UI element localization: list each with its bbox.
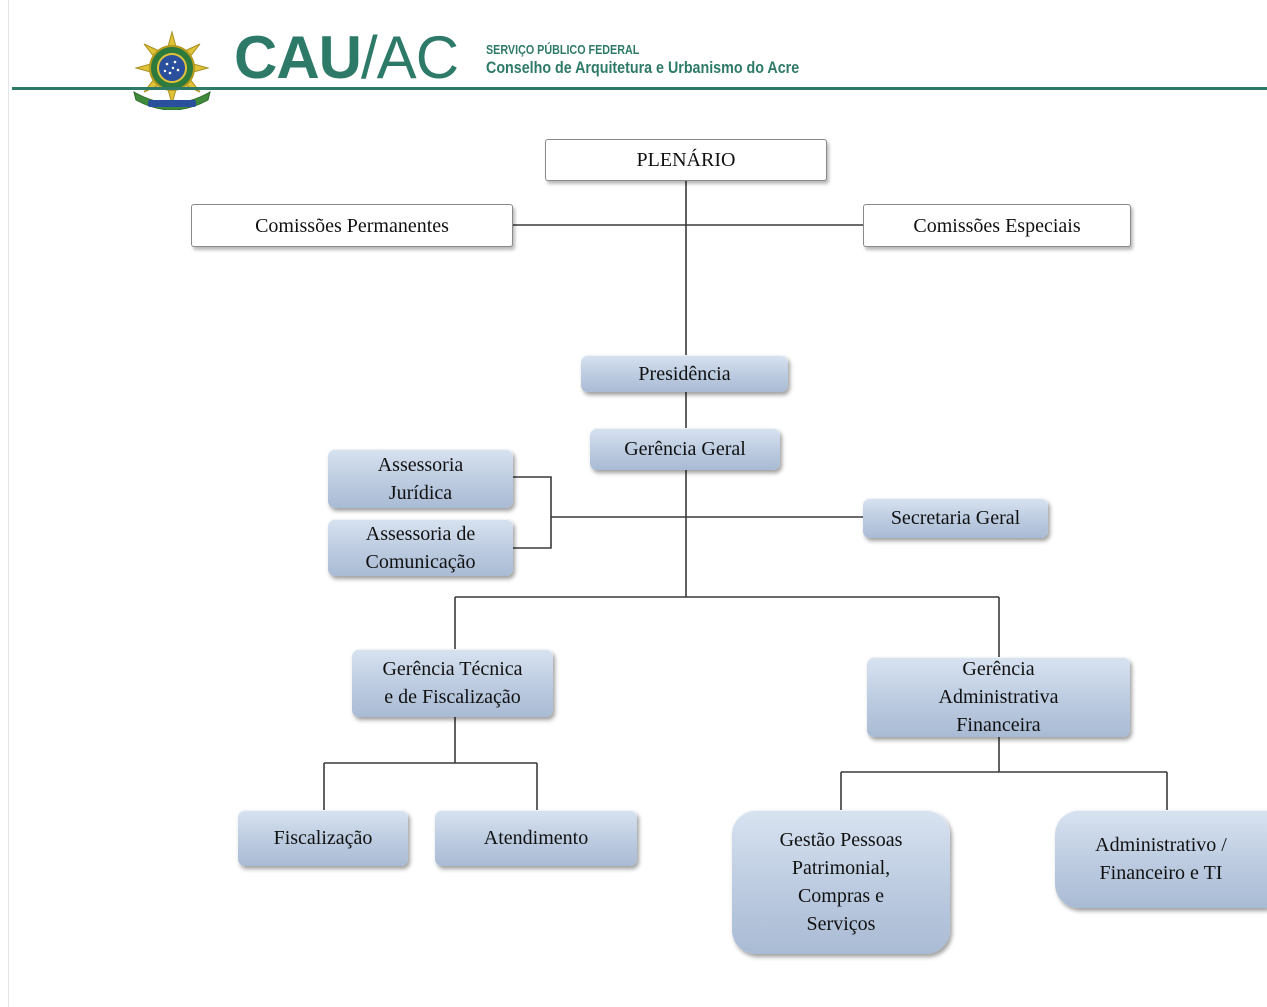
atendimento-box: Atendimento bbox=[435, 810, 637, 866]
gestao-pessoas-label: Gestão Pessoas Patrimonial, Compras e Se… bbox=[779, 829, 903, 935]
brazil-coat-of-arms-icon bbox=[133, 30, 211, 110]
gerencia-tecnica-label: Gerência Técnica e de Fiscalização bbox=[382, 658, 523, 708]
gestao-pessoas-box: Gestão Pessoas Patrimonial, Compras e Se… bbox=[732, 810, 950, 954]
header-divider bbox=[12, 87, 1267, 90]
page-edge bbox=[8, 0, 9, 1007]
gerencia-administrativa-label: Gerência Administrativa Financeira bbox=[938, 658, 1059, 736]
cau-ac-logo: CAU/AC bbox=[234, 24, 459, 91]
secretaria-geral-box: Secretaria Geral bbox=[863, 498, 1048, 538]
agency-name: SERVIÇO PÚBLICO FEDERAL Conselho de Arqu… bbox=[486, 42, 859, 76]
comissoes-permanentes-box: Comissões Permanentes bbox=[191, 204, 513, 247]
gerencia-administrativa-box: Gerência Administrativa Financeira bbox=[867, 657, 1130, 737]
gerencia-geral-label: Gerência Geral bbox=[624, 438, 746, 460]
agency-line-council: Conselho de Arquitetura e Urbanismo do A… bbox=[486, 58, 800, 77]
administrativo-ti-label: Administrativo / Financeiro e TI bbox=[1095, 834, 1227, 884]
assessoria-juridica-label: Assessoria Jurídica bbox=[377, 453, 464, 504]
comissoes-permanentes-label: Comissões Permanentes bbox=[255, 214, 449, 237]
gerencia-geral-box: Gerência Geral bbox=[590, 428, 780, 470]
fiscalizacao-label: Fiscalização bbox=[273, 827, 373, 849]
comissoes-especiais-label: Comissões Especiais bbox=[913, 214, 1081, 237]
logo-state: AC bbox=[376, 24, 459, 91]
assessoria-comunicacao-box: Assessoria de Comunicação bbox=[328, 519, 513, 576]
comissoes-especiais-box: Comissões Especiais bbox=[863, 204, 1131, 247]
presidencia-label: Presidência bbox=[638, 362, 731, 385]
plenario-label: PLENÁRIO bbox=[636, 149, 736, 171]
plenario-box: PLENÁRIO bbox=[545, 139, 827, 181]
logo-main: CAU bbox=[234, 24, 362, 91]
secretaria-geral-label: Secretaria Geral bbox=[890, 507, 1021, 529]
administrativo-ti-box: Administrativo / Financeiro e TI bbox=[1055, 810, 1267, 908]
header: CAU/AC SERVIÇO PÚBLICO FEDERAL Conselho … bbox=[0, 0, 1267, 110]
assessoria-juridica-box: Assessoria Jurídica bbox=[328, 449, 513, 508]
gerencia-tecnica-box: Gerência Técnica e de Fiscalização bbox=[352, 649, 553, 717]
presidencia-box: Presidência bbox=[581, 355, 788, 392]
fiscalizacao-box: Fiscalização bbox=[238, 810, 408, 866]
assessoria-comunicacao-label: Assessoria de Comunicação bbox=[365, 522, 476, 573]
atendimento-label: Atendimento bbox=[483, 827, 589, 849]
connector-assessorias-bracket bbox=[513, 476, 552, 549]
logo-separator: / bbox=[361, 24, 378, 91]
agency-line-federal-service: SERVIÇO PÚBLICO FEDERAL bbox=[486, 43, 640, 57]
